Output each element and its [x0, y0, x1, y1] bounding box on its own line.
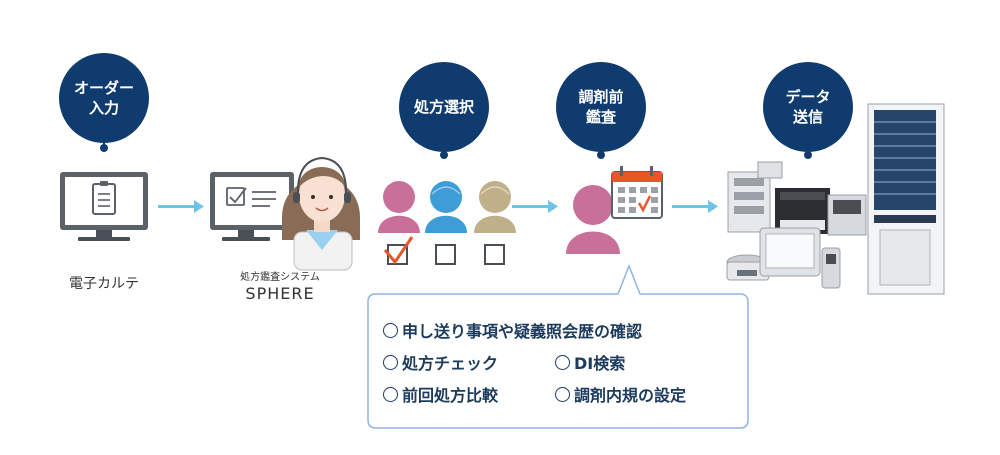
- checklist-item: 調剤内規の設定: [555, 382, 686, 406]
- checklist-icon: [226, 187, 276, 207]
- circle-bullet-icon: [383, 355, 398, 370]
- document-icon: [92, 181, 116, 215]
- sphere-subtitle: 処方鑑査システム: [240, 272, 320, 283]
- checklist-item: 処方チェック: [383, 350, 498, 374]
- step-order-dot: [100, 144, 108, 152]
- person-pink-icon: [378, 181, 420, 233]
- ehr-monitor-icon: [60, 172, 148, 241]
- person-blue-icon: [425, 181, 467, 233]
- checklist-item: 申し送り事項や疑義照会歴の確認: [383, 318, 642, 342]
- dispensing-machines-icon: [726, 103, 945, 295]
- check-icon: [383, 236, 414, 265]
- circle-bullet-icon: [555, 387, 570, 402]
- circle-bullet-icon: [383, 387, 398, 402]
- arrow-icon: [158, 200, 718, 213]
- ehr-caption: 電子カルテ: [69, 276, 139, 292]
- checkbox-icon: [387, 244, 505, 265]
- step-order-pin: オーダー 入力: [59, 53, 149, 143]
- checklist-item: DI検索: [555, 350, 625, 374]
- step-select-label: 処方選択: [413, 98, 474, 116]
- step-send-label: データ 送信: [785, 88, 831, 126]
- step-order-tail: [103, 140, 105, 146]
- step-select-dot: [440, 151, 448, 159]
- person-tan-icon: [474, 181, 516, 233]
- step-order-label: オーダー 入力: [73, 79, 134, 117]
- step-send-dot: [804, 151, 812, 159]
- step-select-pin: 処方選択: [399, 62, 489, 152]
- checklist-panel-frame: [367, 263, 749, 429]
- circle-bullet-icon: [383, 323, 398, 338]
- step-precheck-dot: [597, 151, 605, 159]
- person-precheck-icon: [566, 185, 620, 254]
- pharmacist-icon: [282, 156, 360, 271]
- calendar-icon: [611, 166, 663, 219]
- checklist-item: 前回処方比較: [383, 382, 498, 406]
- sphere-title: SPHERE: [245, 284, 315, 303]
- step-precheck-pin: 調剤前 鑑査: [556, 62, 646, 152]
- step-send-pin: データ 送信: [763, 62, 853, 152]
- step-precheck-label: 調剤前 鑑査: [578, 88, 624, 126]
- circle-bullet-icon: [555, 355, 570, 370]
